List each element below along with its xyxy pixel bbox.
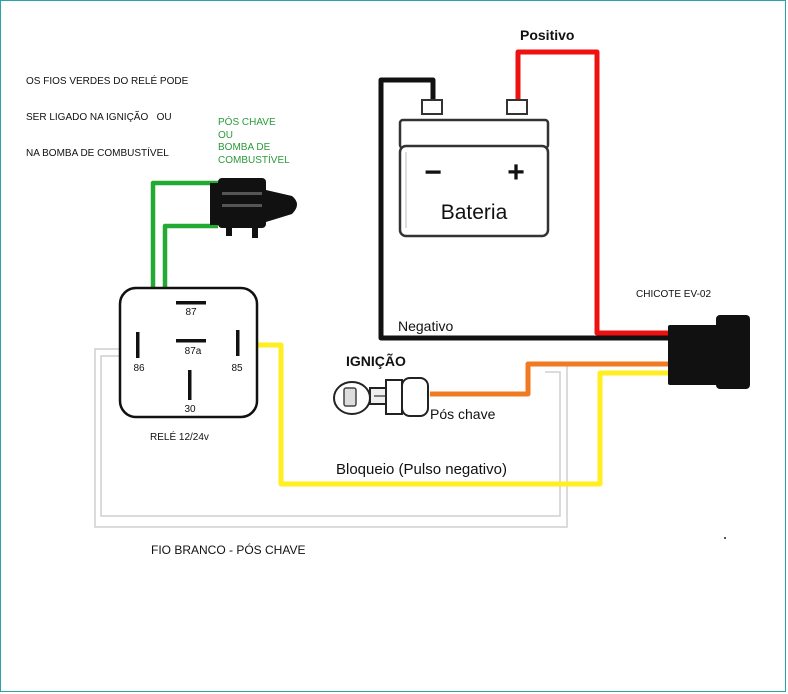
relay-label: RELÉ 12/24v <box>150 430 209 443</box>
pos-chave-note: PÓS CHAVE OU BOMBA DE COMBUSTÍVEL <box>218 117 290 167</box>
negative-label: Negativo <box>398 318 453 334</box>
pin-86-slot <box>136 332 140 358</box>
pin-87a-slot <box>176 339 206 343</box>
battery <box>398 99 550 238</box>
white-wire-label: FIO BRANCO - PÓS CHAVE <box>151 542 305 557</box>
ignition-title: IGNIÇÃO <box>346 352 406 369</box>
note-line: BOMBA DE <box>218 142 271 153</box>
positive-wire <box>515 49 668 336</box>
pos-chave-label: Pós chave <box>430 406 496 422</box>
note-line: NA BOMBA DE COMBUSTÍVEL <box>26 148 169 159</box>
pin-85: 85 <box>231 363 243 374</box>
note-line: OU <box>218 129 233 141</box>
pin-87: 87 <box>185 307 197 318</box>
pin-86: 86 <box>133 363 145 374</box>
note-line: COMBUSTÍVEL <box>218 154 290 166</box>
relay <box>118 286 259 419</box>
ignition-key-icon <box>333 377 429 417</box>
note-line: OS FIOS VERDES DO RELÉ PODE <box>26 76 189 87</box>
harness-connector-icon <box>668 315 750 389</box>
green-wires-note: OS FIOS VERDES DO RELÉ PODE SER LIGADO N… <box>26 52 188 172</box>
pin-30-slot <box>188 370 192 400</box>
positive-label: Positivo <box>520 27 574 43</box>
harness-label: CHICOTE EV-02 <box>636 289 711 300</box>
ignition-wire <box>430 361 668 397</box>
battery-label: Bateria <box>441 201 508 224</box>
pin-85-slot <box>236 330 240 356</box>
stray-dot <box>724 537 726 539</box>
negative-wire <box>378 77 668 341</box>
green-wire-87 <box>167 205 178 300</box>
pin-30: 30 <box>184 404 196 415</box>
block-wire-label: Bloqueio (Pulso negativo) <box>336 461 507 478</box>
battery-plus: + <box>507 156 525 189</box>
pin-87-slot <box>176 301 206 305</box>
pin-87a: 87a <box>185 346 202 357</box>
fuel-pump-connector-icon <box>210 178 297 238</box>
note-line: PÓS CHAVE <box>218 117 276 128</box>
block-wire <box>240 342 668 487</box>
note-line: SER LIGADO NA IGNIÇÃO OU <box>26 112 172 123</box>
battery-minus: − <box>424 156 442 189</box>
